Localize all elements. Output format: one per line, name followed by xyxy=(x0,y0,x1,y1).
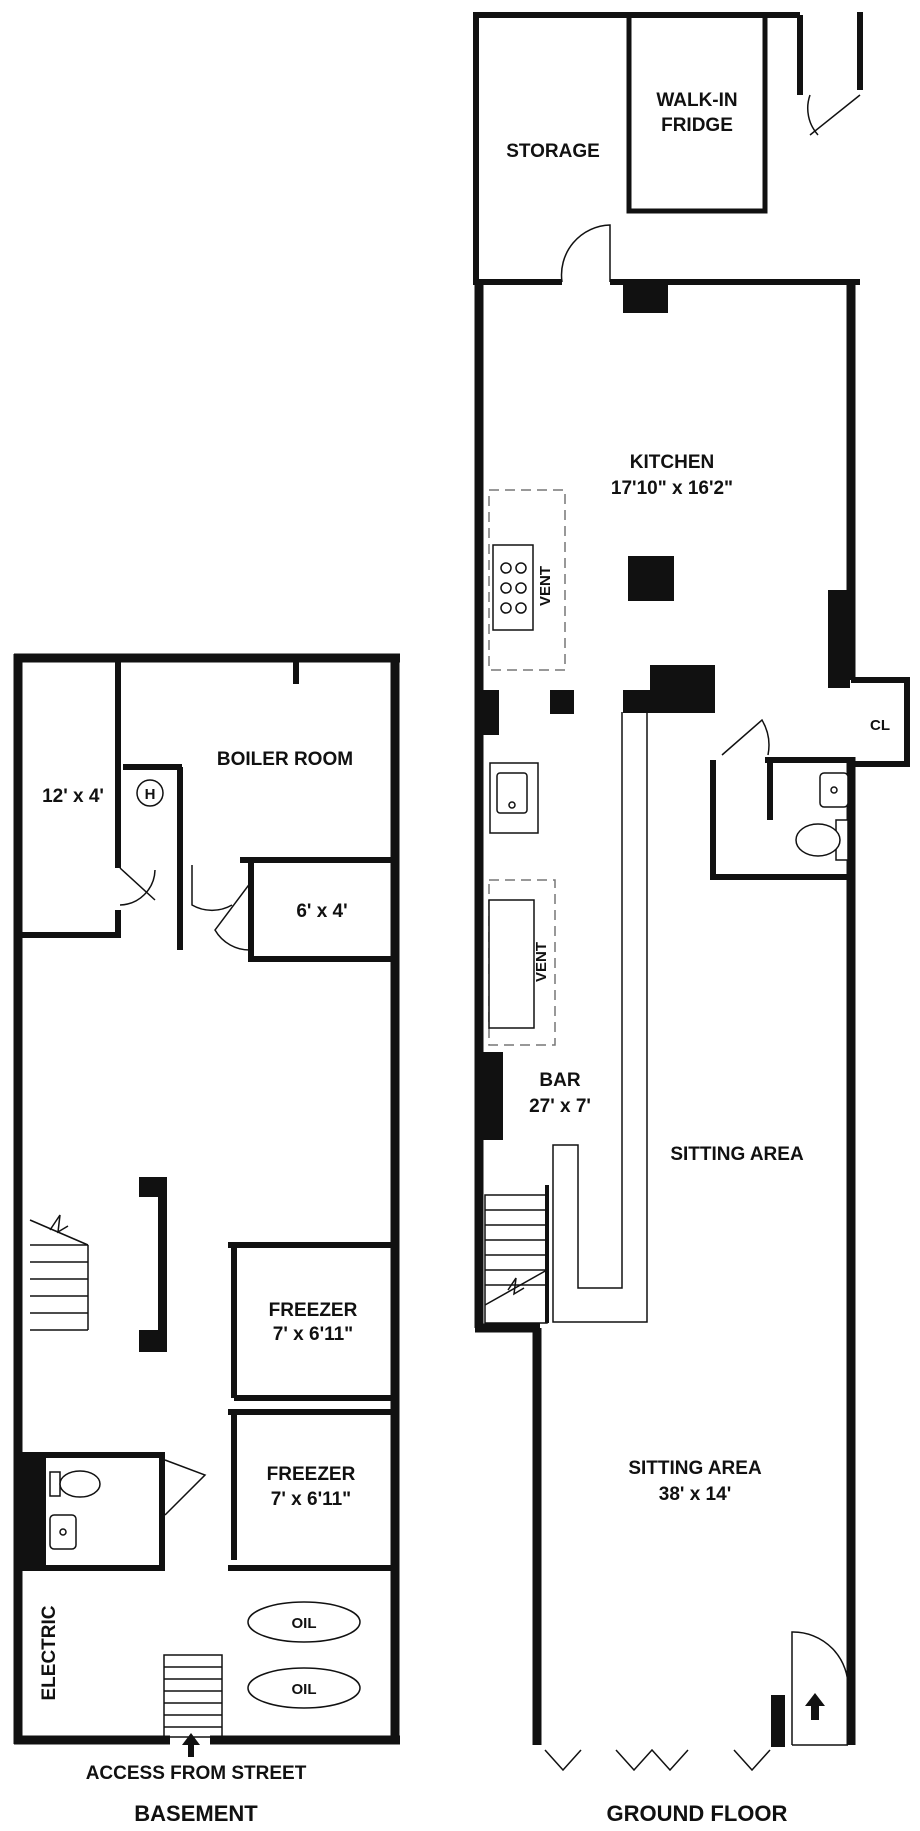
bar-name: BAR xyxy=(539,1070,580,1091)
vent-hood-2 xyxy=(488,879,556,1046)
ground-toilet-icon xyxy=(795,819,849,861)
sink-icon xyxy=(49,1514,77,1550)
storage-label: STORAGE xyxy=(506,141,600,162)
basement-bath-door-swing xyxy=(164,1459,207,1516)
boiler-room-door-swing xyxy=(191,865,252,951)
front-bifold-doors xyxy=(544,1748,771,1772)
bar-equipment-box xyxy=(488,899,535,1029)
street-access-stairs xyxy=(163,1654,223,1738)
ground-stairs xyxy=(484,1194,548,1324)
vent-hood-1 xyxy=(488,489,566,671)
freezer-1-size: 7' x 6'11" xyxy=(273,1324,353,1345)
heater-symbol-label: H xyxy=(145,786,156,803)
closet-12x4-label: 12' x 4' xyxy=(42,786,104,807)
ground-bath-walls xyxy=(710,757,851,880)
kitchen-column-top xyxy=(623,285,668,313)
sitting-area-upper-label: SITTING AREA xyxy=(670,1144,804,1165)
freezer-walls xyxy=(228,1242,392,1571)
boiler-room-label: BOILER ROOM xyxy=(217,749,353,770)
walk-in-label-line2: FRIDGE xyxy=(661,115,733,136)
svg-text:OIL: OIL xyxy=(292,1615,317,1632)
arrow-up-icon xyxy=(182,1733,200,1757)
boiler-room-walls xyxy=(123,662,392,962)
access-from-street-label: ACCESS FROM STREET xyxy=(86,1763,307,1784)
toilet-icon xyxy=(49,1470,101,1498)
kitchen-wall-column-right xyxy=(828,590,850,688)
closet-cl-label: CL xyxy=(870,717,890,734)
closet-12x4-door-swing xyxy=(119,867,156,906)
oil-tank-1: OIL xyxy=(247,1601,361,1643)
ground-sink-icon xyxy=(819,772,849,808)
basement-bath-wall-block xyxy=(22,1455,46,1568)
closet-12x4-walls xyxy=(22,662,121,938)
freezer-1-name: FREEZER xyxy=(269,1300,358,1321)
oil-tank-2: OIL xyxy=(247,1667,361,1709)
vent-1-label: VENT xyxy=(537,566,554,606)
freezer-2-size: 7' x 6'11" xyxy=(271,1489,351,1510)
kitchen-wall-stub xyxy=(483,690,499,735)
bar-counter xyxy=(552,711,648,1323)
kitchen-counter-block-2 xyxy=(623,690,653,713)
entrance-door-swing xyxy=(791,1631,849,1746)
heater-unit xyxy=(136,779,164,807)
electric-label: ELECTRIC xyxy=(39,1605,60,1700)
ground-floor-title: GROUND FLOOR xyxy=(607,1801,788,1826)
kitchen-size: 17'10" x 16'2" xyxy=(611,478,733,499)
walk-in-label-line1: WALK-IN xyxy=(656,90,737,111)
basement-outer-walls xyxy=(13,653,400,1745)
burner-icons xyxy=(500,562,527,614)
basement-stair-core xyxy=(139,1177,167,1352)
bar-size: 27' x 7' xyxy=(529,1096,591,1117)
storage-door-swing xyxy=(560,224,611,283)
basement-title: BASEMENT xyxy=(134,1801,258,1826)
ground-floor-outer-walls xyxy=(474,285,856,1745)
sitting-area-lower-size: 38' x 14' xyxy=(659,1484,731,1505)
closet-6x4-label: 6' x 4' xyxy=(296,901,347,922)
sitting-area-lower-name: SITTING AREA xyxy=(628,1458,762,1479)
svg-text:OIL: OIL xyxy=(292,1681,317,1698)
kitchen-sink-icon xyxy=(489,762,539,834)
vent-2-label: VENT xyxy=(533,942,550,982)
arrow-up-icon xyxy=(805,1693,825,1720)
ground-floor-plan: STORAGE WALK-IN FRIDGE CL KITCHEN 17'10"… xyxy=(473,12,910,1826)
bar-wall-block xyxy=(483,1052,503,1140)
kitchen-counter-block xyxy=(650,665,715,713)
walk-in-fridge-box xyxy=(626,12,768,214)
basement-stairs xyxy=(29,1214,89,1331)
rear-exit-door-swing xyxy=(806,94,861,136)
entrance-column xyxy=(771,1695,785,1747)
basement-plan: BOILER ROOM 12' x 4' H 6' x 4' xyxy=(13,653,400,1826)
range-icon xyxy=(492,544,534,631)
kitchen-center-column xyxy=(628,556,674,601)
kitchen-small-column xyxy=(550,690,574,714)
freezer-2-name: FREEZER xyxy=(267,1464,356,1485)
ground-bath-door-swing xyxy=(721,718,770,756)
kitchen-name: KITCHEN xyxy=(630,452,714,473)
closet-cl-walls xyxy=(851,677,910,767)
